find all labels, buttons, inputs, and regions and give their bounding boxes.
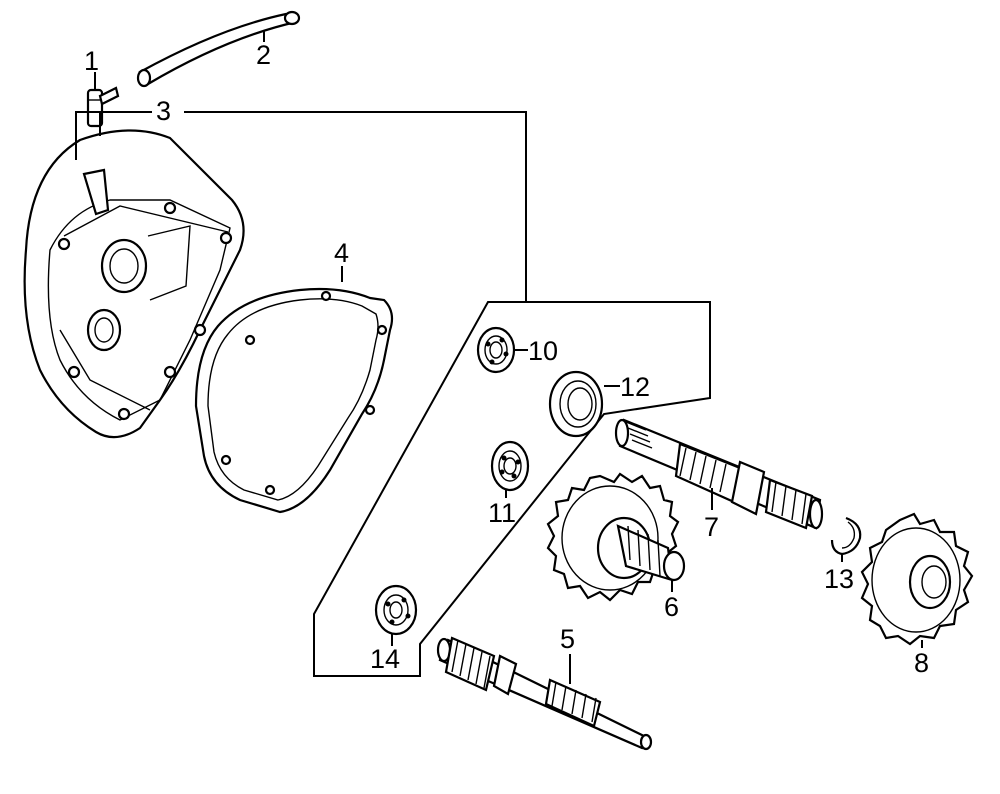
transmission-cover-part-3	[23, 129, 245, 439]
callout-3: 3	[156, 96, 171, 126]
gasket-part-4	[194, 287, 394, 514]
callout-8: 8	[914, 648, 929, 678]
callout-11: 11	[488, 498, 516, 528]
shaft-part-7	[614, 418, 824, 530]
bearing-part-10	[476, 326, 528, 374]
part-callouts: 1 2 3 4 5 6 7 8 10 11 12 13 14	[84, 30, 929, 678]
gear-part-8	[860, 512, 974, 648]
shaft-part-5	[436, 636, 653, 751]
callout-2: 2	[256, 40, 271, 70]
callout-14: 14	[370, 644, 400, 674]
callout-13: 13	[824, 564, 854, 594]
gear-part-6	[546, 472, 686, 602]
callout-5: 5	[560, 624, 575, 654]
hose-part-2	[136, 10, 301, 88]
oil-seal-part-12	[548, 370, 620, 438]
assembly-leader-lines	[75, 111, 711, 677]
circlip-part-13	[830, 516, 862, 562]
callout-4: 4	[334, 238, 349, 268]
bearing-part-11	[490, 440, 530, 498]
bearing-part-14	[374, 584, 418, 646]
callout-6: 6	[664, 592, 679, 622]
callout-7: 7	[704, 512, 719, 542]
breather-fitting-part-1	[86, 86, 120, 128]
callout-10: 10	[528, 336, 558, 366]
callout-12: 12	[620, 372, 650, 402]
callout-1: 1	[84, 46, 99, 76]
